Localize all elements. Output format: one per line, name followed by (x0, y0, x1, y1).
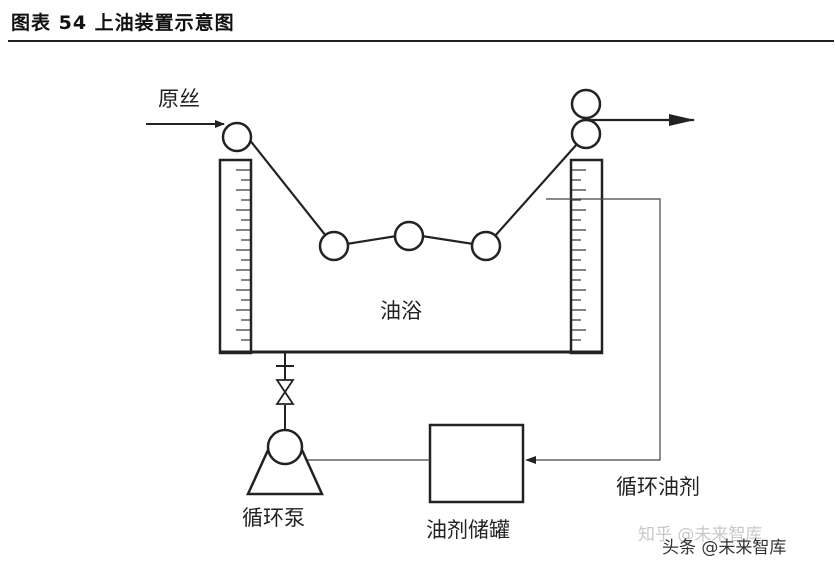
outlet-roller-top (570, 88, 602, 120)
oil-return-line (533, 198, 661, 461)
oil-return-arrowhead (525, 456, 536, 464)
oil-storage-tank (428, 423, 525, 504)
guide-roller-right (470, 230, 502, 262)
inlet-roller (221, 121, 253, 153)
raw-yarn-label: 原丝 (158, 87, 200, 111)
figure-title: 图表 54 上油装置示意图 (11, 12, 235, 34)
oil-storage-tank-label: 油剂储罐 (426, 518, 510, 542)
watermark-text: 头条 @未来智库 (662, 538, 786, 558)
circulating-oil-label: 循环油剂 (616, 475, 700, 499)
oil-bath-label: 油浴 (380, 299, 422, 323)
outlet-roller-bottom (570, 118, 602, 150)
guide-roller-left (318, 230, 350, 262)
pump-icon (266, 428, 304, 466)
watermark-faded: 知乎 @未来智库 (638, 525, 762, 545)
guide-roller-middle (393, 220, 425, 252)
valve-icon (275, 379, 295, 405)
right-tank-wall (569, 158, 604, 355)
left-tank-wall (218, 158, 253, 355)
title-divider (8, 40, 834, 42)
circulation-pump-label: 循环泵 (242, 506, 305, 530)
